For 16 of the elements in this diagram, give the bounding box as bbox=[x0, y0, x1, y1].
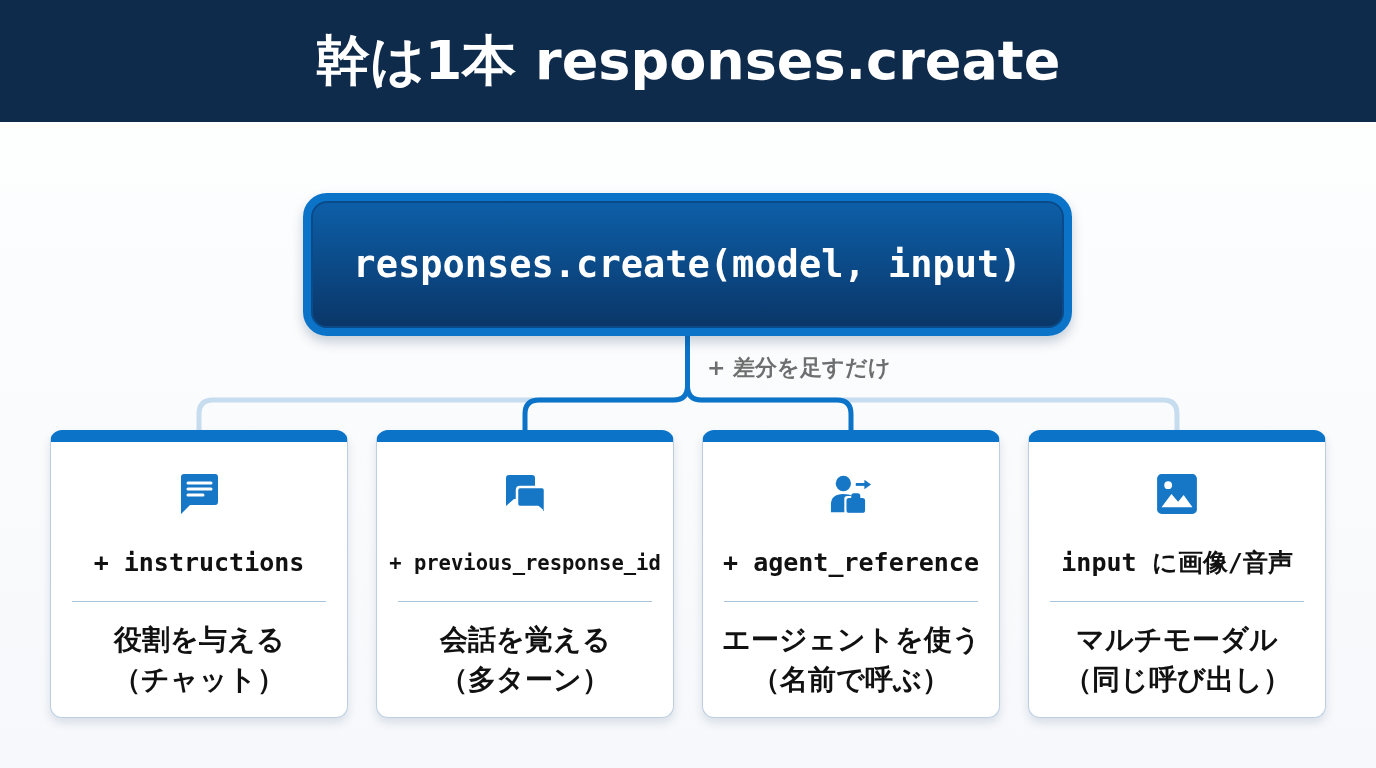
connector-line bbox=[685, 336, 854, 430]
option-card bbox=[50, 430, 348, 718]
option-card bbox=[376, 430, 674, 718]
option-card bbox=[1028, 430, 1326, 718]
option-card bbox=[702, 430, 1000, 718]
code-text: + previous_response_id bbox=[389, 550, 661, 577]
code-text: + agent_reference bbox=[723, 547, 979, 579]
title-text: 幹は1本 responses.create bbox=[315, 29, 1061, 93]
code-text: input に画像/音声 bbox=[1061, 547, 1293, 579]
branch-label: + 差分を足すだけ bbox=[707, 354, 892, 382]
function-box: responses.create(model, input) bbox=[303, 193, 1072, 336]
code-text: + instructions bbox=[93, 547, 305, 579]
description-text: 会話を覚える（多ターン） bbox=[439, 622, 611, 698]
description-text: マルチモーダル（同じ呼び出し） bbox=[1063, 622, 1291, 698]
description-text: エージェントを使う（名前で呼ぶ） bbox=[721, 622, 981, 698]
description-text: 役割を与える（チャット） bbox=[113, 622, 285, 698]
